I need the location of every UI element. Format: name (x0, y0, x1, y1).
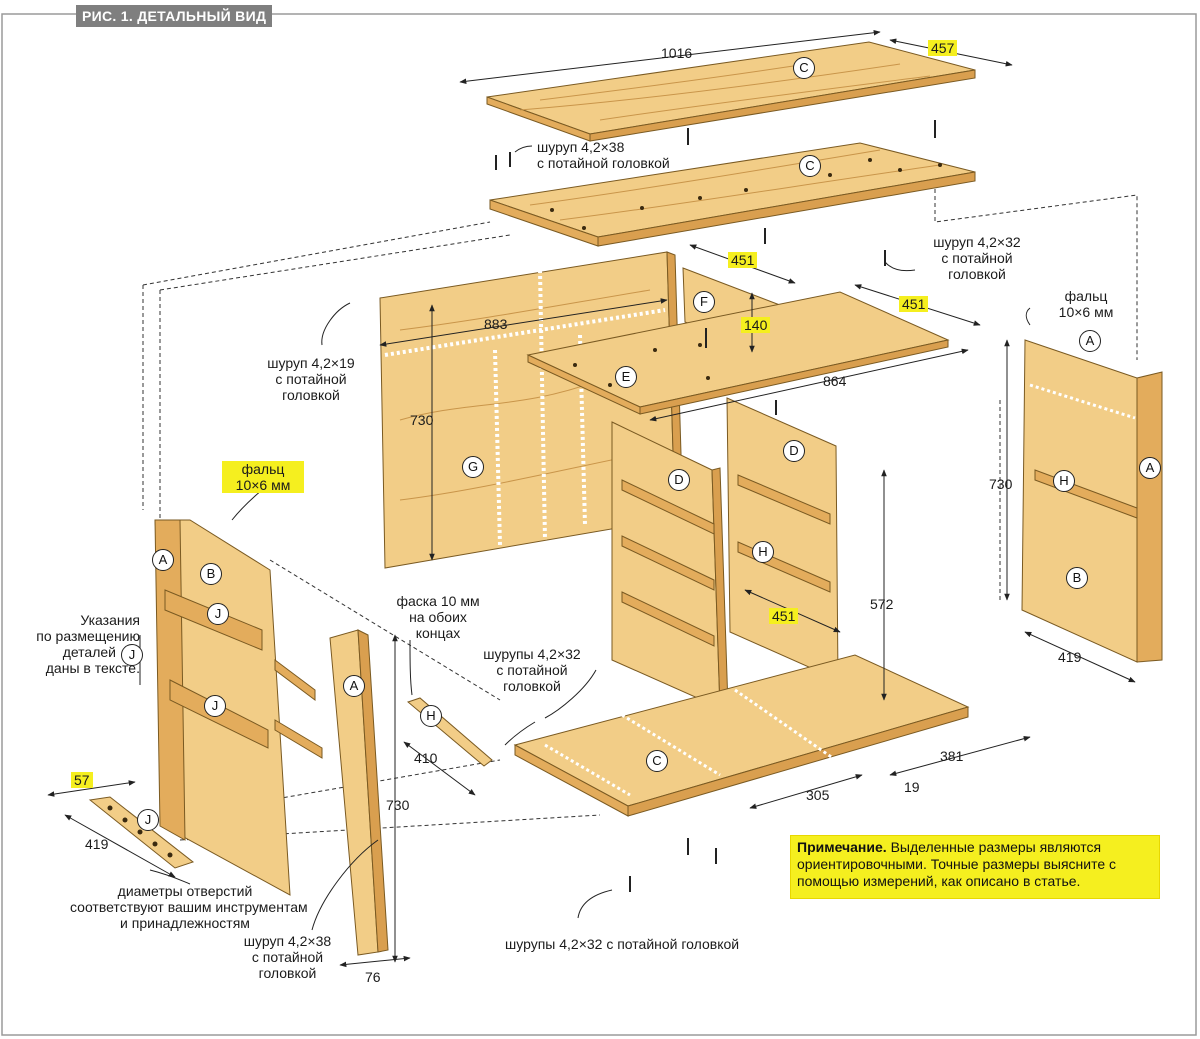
dim-shelf-length: 864 (823, 373, 847, 389)
label-screw-back-line3: головкой (282, 387, 340, 403)
part-label-a-stile: A (343, 675, 365, 697)
dim-stile-width: 76 (365, 969, 381, 985)
label-rabbet-left: фальц 10×6 мм (222, 461, 304, 493)
dim-stile-height: 730 (386, 797, 410, 813)
label-rabbet-right-line1: фальц (1064, 288, 1108, 304)
dim-divider-width: 451 (728, 252, 758, 268)
part-label-e: E (615, 366, 637, 388)
label-placement-line2: по размещению (36, 628, 140, 644)
leader-lines (139, 145, 1031, 931)
dim-jstrip-length: 419 (85, 836, 109, 852)
dim-back-width: 883 (484, 316, 508, 332)
dim-divider-height: 140 (741, 317, 771, 333)
note-title: Примечание. (797, 839, 887, 855)
part-label-j-upper: J (207, 603, 229, 625)
label-screws-mid-line2: с потайной (496, 662, 568, 678)
label-screw-right: шуруп 4,2×32 с потайной головкой (917, 234, 1037, 282)
right-side-panel (1021, 339, 1163, 663)
label-screw-stile-line1: шуруп 4,2×38 (243, 933, 332, 949)
label-screws-bottom: шурупы 4,2×32 с потайной головкой (505, 936, 740, 952)
part-label-h-right: H (1053, 470, 1075, 492)
label-holes-line2: соответствуют вашим инструментам (70, 899, 308, 915)
label-placement-line3: деталей (62, 644, 116, 660)
part-label-a-right-top: A (1079, 330, 1101, 352)
label-screw-back-line1: шуруп 4,2×19 (267, 355, 355, 371)
label-chamfer-line3: концах (415, 625, 461, 641)
label-screw-back-line2: с потайной (275, 371, 347, 387)
label-screw-stile-line2: с потайной (251, 949, 324, 965)
label-screw-stile-line3: головкой (258, 965, 317, 981)
top-panel-upper (486, 41, 976, 142)
partition-right (726, 397, 839, 681)
part-label-d-right: D (783, 440, 805, 462)
part-label-j-strip: J (137, 809, 159, 831)
figure-frame (1, 13, 1197, 1036)
note-text: Выделенные размеры являются ориентировоч… (797, 839, 1117, 889)
partition-left (611, 421, 729, 709)
label-rabbet-right: фальц 10×6 мм (1036, 288, 1136, 320)
part-label-j-inline: J (121, 644, 143, 666)
label-screws-mid: шурупы 4,2×32 с потайной головкой (472, 646, 592, 694)
part-label-g: G (462, 456, 484, 478)
label-rabbet-left-line1: фальц (241, 461, 285, 477)
part-label-b-left: B (200, 563, 222, 585)
dim-partition-depth: 451 (769, 608, 799, 624)
bottom-panel (513, 654, 970, 817)
part-label-a-left: A (152, 549, 174, 571)
top-panel-lower (489, 142, 976, 247)
part-label-c-bottom: C (646, 750, 668, 772)
dim-bottom-gap: 19 (904, 779, 920, 795)
part-label-j-lower: J (204, 695, 226, 717)
part-label-c-subtop: C (799, 155, 821, 177)
figure-title: РИС. 1. ДЕТАЛЬНЫЙ ВИД (82, 8, 267, 24)
part-label-a-right: A (1139, 457, 1161, 479)
part-label-b-right: B (1066, 567, 1088, 589)
label-screw-right-line2: с потайной (941, 250, 1013, 266)
dim-shelf-depth: 451 (899, 296, 929, 312)
dim-bottom-offset: 305 (806, 787, 830, 803)
bottom-screws (629, 838, 717, 892)
dim-bottom-depth: 381 (940, 748, 964, 764)
note-box: Примечание. Выделенные размеры являются … (790, 835, 1160, 899)
dim-partition-height: 572 (870, 596, 894, 612)
label-screw-top: шуруп 4,2×38 с потайной головкой (537, 139, 670, 171)
label-screw-top-line1: шуруп 4,2×38 (537, 139, 625, 155)
label-placement-line1: Указания (80, 612, 140, 628)
label-screws-mid-line1: шурупы 4,2×32 (483, 646, 581, 662)
label-screw-right-line3: головкой (948, 266, 1006, 282)
label-holes-line1: диаметры отверстий (117, 883, 253, 899)
label-chamfer: фаска 10 мм на обоих концах (383, 593, 493, 641)
label-screw-stile: шуруп 4,2×38 с потайной головкой (230, 933, 345, 981)
label-chamfer-line2: на обоих (409, 609, 467, 625)
label-placement-line4: даны в тексте. (45, 660, 140, 676)
dim-rail-length: 410 (414, 750, 438, 766)
figure-title-bar: РИС. 1. ДЕТАЛЬНЫЙ ВИД (76, 5, 272, 27)
part-label-h-partition: H (752, 541, 774, 563)
top-screws (495, 120, 936, 266)
part-label-h-rail: H (420, 705, 442, 727)
dim-side-height: 730 (989, 476, 1013, 492)
part-label-d-left: D (668, 469, 690, 491)
label-holes-line3: и принадлежностям (120, 915, 250, 931)
dim-top-depth: 457 (928, 40, 958, 56)
label-screw-right-line1: шуруп 4,2×32 (933, 234, 1021, 250)
dim-back-height: 730 (410, 412, 434, 428)
part-label-c-top: C (793, 57, 815, 79)
dim-jstrip-width: 57 (71, 772, 93, 788)
label-chamfer-line1: фаска 10 мм (396, 593, 480, 609)
label-holes: диаметры отверстий соответствуют вашим и… (70, 883, 308, 931)
part-label-f: F (693, 291, 715, 313)
label-rabbet-left-line2: 10×6 мм (235, 477, 291, 493)
dim-side-width: 419 (1058, 649, 1082, 665)
dim-top-length: 1016 (661, 45, 693, 61)
label-rabbet-right-line2: 10×6 мм (1058, 304, 1114, 320)
label-placement: Указания по размещению деталей даны в те… (20, 612, 140, 676)
label-screws-mid-line3: головкой (503, 678, 561, 694)
label-screw-back: шуруп 4,2×19 с потайной головкой (256, 355, 366, 403)
label-screw-top-line2: с потайной головкой (537, 155, 670, 171)
